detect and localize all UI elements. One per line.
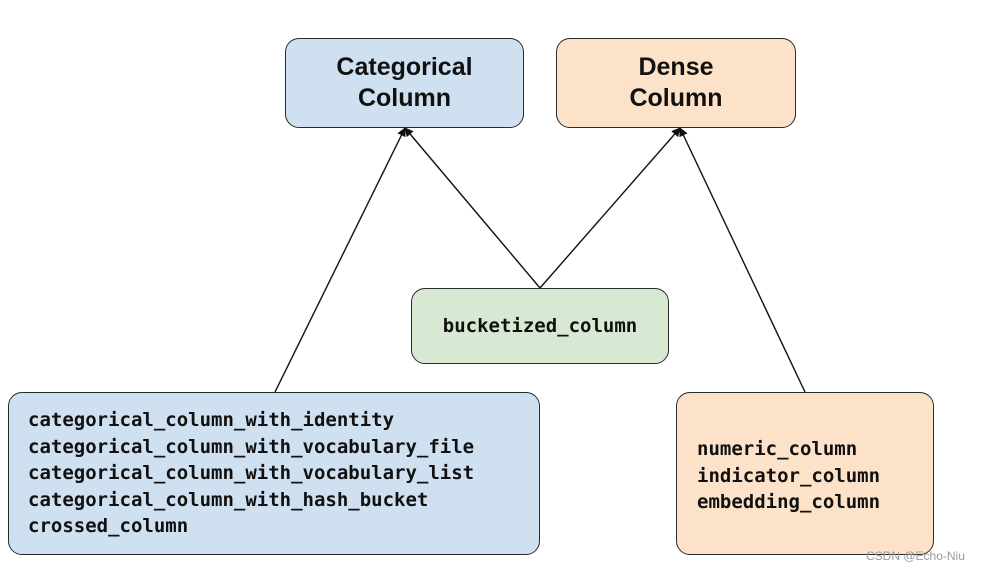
dense-functions-node: numeric_column indicator_column embeddin… <box>676 392 934 555</box>
dense-function-item: numeric_column <box>697 438 858 461</box>
dense-column-node: Dense Column <box>556 38 796 128</box>
categorical-function-item: categorical_column_with_hash_bucket <box>28 488 429 511</box>
categorical-node-line1: Categorical <box>336 53 473 81</box>
arrow-bucketized-to-dense <box>539 127 681 289</box>
bucketized-column-node: bucketized_column <box>411 288 669 364</box>
dense-function-item: indicator_column <box>697 464 881 487</box>
watermark-text: CSDN @Echo-Niu <box>866 549 965 563</box>
dense-function-item: embedding_column <box>697 491 881 514</box>
dense-node-line1: Dense <box>638 53 714 81</box>
arrow-denselist-to-dense <box>679 127 806 393</box>
arrow-catlist-to-categorical <box>274 127 406 393</box>
categorical-node-line2: Column <box>357 84 452 112</box>
categorical-functions-node: categorical_column_with_identity categor… <box>8 392 540 555</box>
dense-node-line2: Column <box>629 84 723 112</box>
categorical-function-item: categorical_column_with_vocabulary_list <box>28 462 475 485</box>
arrow-bucketized-to-categorical <box>404 127 541 289</box>
categorical-function-item: categorical_column_with_identity <box>28 409 395 432</box>
categorical-function-item: crossed_column <box>28 515 189 538</box>
categorical-function-item: categorical_column_with_vocabulary_file <box>28 435 475 458</box>
bucketized-node-label: bucketized_column <box>442 314 638 337</box>
categorical-column-node: Categorical Column <box>285 38 524 128</box>
